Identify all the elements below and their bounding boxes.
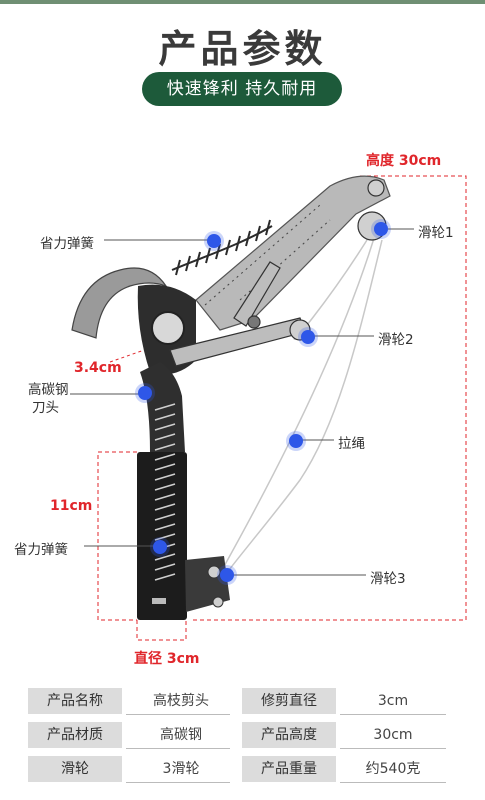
dimension-lines <box>97 175 467 641</box>
lever-arm <box>195 175 391 331</box>
marker-spring-top <box>207 234 221 248</box>
callout-blade-material: 高碳钢 <box>28 382 69 398</box>
spec-value: 高枝剪头 <box>153 693 209 709</box>
blade-width-label: 3.4cm <box>74 360 122 376</box>
spec-row: 滑轮 3滑轮 产品重量 约540克 <box>28 754 446 784</box>
marker-pulley-3 <box>220 568 234 582</box>
row-underline <box>126 714 230 715</box>
subtitle-badge: 快速锋利 持久耐用 <box>142 72 342 106</box>
callout-pulley-3: 滑轮3 <box>370 571 406 587</box>
marker-pulley-2 <box>301 330 315 344</box>
top-spring <box>171 219 273 276</box>
height-dimension-label: 高度 30cm <box>366 153 442 169</box>
linkage <box>169 179 387 367</box>
page-title: 产品参数 <box>158 27 327 71</box>
spec-value: 30cm <box>373 727 413 743</box>
row-underline <box>340 748 446 749</box>
handle-length-label: 11cm <box>50 498 93 514</box>
row-underline <box>126 782 230 783</box>
marker-spring-bottom <box>153 540 167 554</box>
spec-row: 产品材质 高碳钢 产品高度 30cm <box>28 720 446 750</box>
spec-key: 产品重量 <box>242 756 336 782</box>
callout-pulley-2: 滑轮2 <box>378 332 414 348</box>
spec-value: 3滑轮 <box>162 761 200 777</box>
leader-lines <box>70 228 414 576</box>
pole-socket <box>137 362 230 620</box>
cut-diameter-label: 直径 3cm <box>134 651 200 667</box>
spec-value: 高碳钢 <box>160 727 202 743</box>
marker-pulley-1 <box>374 222 388 236</box>
row-underline <box>340 714 446 715</box>
spec-key: 滑轮 <box>28 756 122 782</box>
callout-pulley-1: 滑轮1 <box>418 225 454 241</box>
marker-rope <box>289 434 303 448</box>
spec-value: 约540克 <box>365 761 421 777</box>
row-underline <box>126 748 230 749</box>
callout-spring-top: 省力弹簧 <box>40 236 94 252</box>
spec-row: 产品名称 高枝剪头 修剪直径 3cm <box>28 686 446 716</box>
pruner-illustration <box>70 175 467 641</box>
top-stripe <box>0 0 485 4</box>
spec-value: 3cm <box>377 693 409 709</box>
spec-key: 产品名称 <box>28 688 122 714</box>
spec-key: 产品材质 <box>28 722 122 748</box>
spec-key: 修剪直径 <box>242 688 336 714</box>
spec-key: 产品高度 <box>242 722 336 748</box>
callout-spring-bottom: 省力弹簧 <box>14 542 68 558</box>
marker-blade <box>138 386 152 400</box>
row-underline <box>340 782 446 783</box>
callout-rope: 拉绳 <box>338 436 365 452</box>
callout-blade-head: 刀头 <box>32 400 59 416</box>
